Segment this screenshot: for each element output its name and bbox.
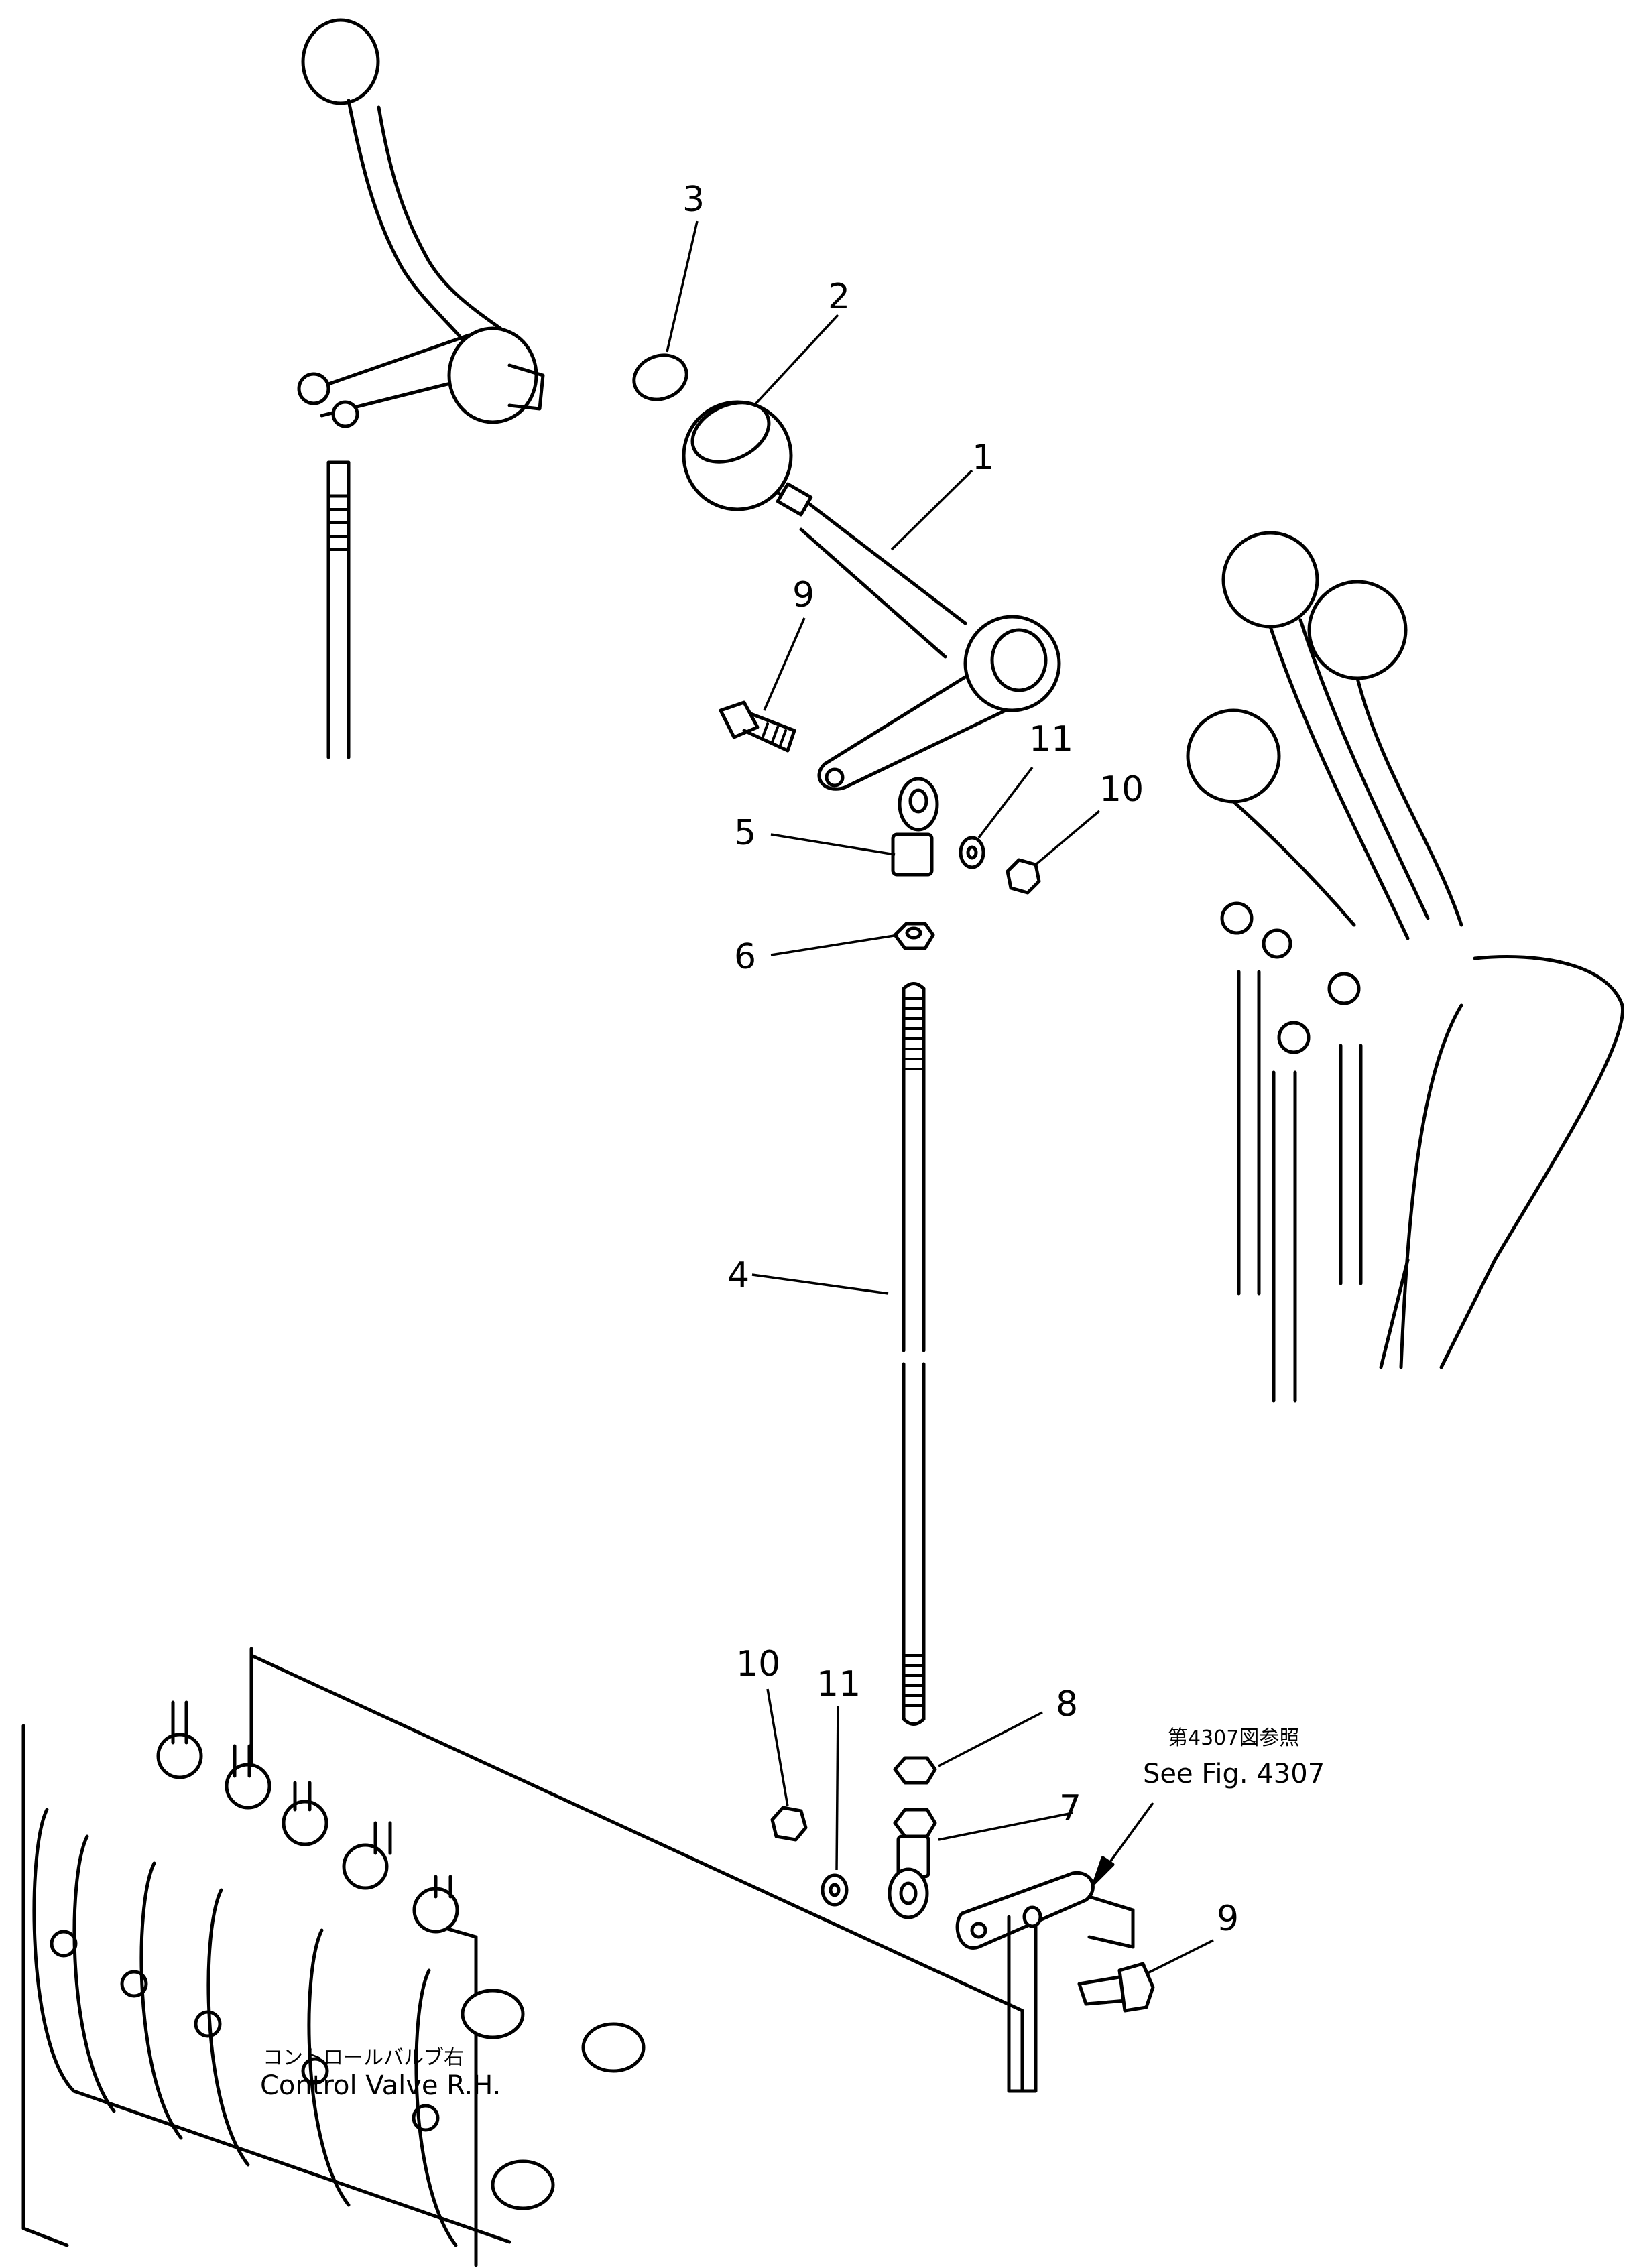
part-rod-end-lower bbox=[888, 1808, 937, 1919]
callout-11-lower: 11 bbox=[816, 1664, 861, 1704]
part-nut-lower bbox=[770, 1806, 808, 1842]
callout-3: 3 bbox=[682, 180, 705, 220]
part-knob bbox=[682, 400, 793, 511]
valve-label: コントロールバルブ右 Control Valve R.H. bbox=[260, 2046, 501, 2101]
reference-note-en: See Fig. 4307 bbox=[1143, 1759, 1325, 1789]
part-cap bbox=[632, 353, 688, 401]
reference-note: 第4307図参照 See Fig. 4307 bbox=[1143, 1726, 1325, 1789]
valve-label-jp: コントロールバルブ右 bbox=[263, 2046, 464, 2070]
callout-10-lower: 10 bbox=[736, 1644, 780, 1684]
callout-4: 4 bbox=[727, 1255, 749, 1296]
part-nut-upper bbox=[1006, 858, 1041, 895]
callout-9-lower: 9 bbox=[1217, 1899, 1239, 1939]
callout-2: 2 bbox=[828, 277, 850, 317]
valve-label-en: Control Valve R.H. bbox=[260, 2070, 501, 2101]
part-rod-end-upper bbox=[891, 777, 939, 877]
upper-left-lever-assembly bbox=[297, 18, 545, 759]
part-washer-upper bbox=[959, 836, 985, 869]
callout-10-upper: 10 bbox=[1099, 769, 1144, 810]
callout-8: 8 bbox=[1056, 1684, 1078, 1724]
part-lever bbox=[776, 482, 1061, 791]
callout-7: 7 bbox=[1059, 1788, 1081, 1828]
part-bolt-upper bbox=[719, 700, 796, 753]
control-valve-rh bbox=[21, 1647, 1024, 2267]
spool-bracket bbox=[955, 1871, 1135, 2093]
callout-9-upper: 9 bbox=[792, 575, 814, 615]
part-nut-8 bbox=[893, 1756, 937, 1785]
part-bolt-lower bbox=[1077, 1962, 1155, 2013]
callout-6: 6 bbox=[734, 937, 756, 977]
reference-note-jp: 第4307図参照 bbox=[1168, 1726, 1299, 1750]
callout-11-upper: 11 bbox=[1029, 719, 1073, 759]
callout-labels: 3 2 1 9 11 10 5 6 4 10 11 8 7 9 bbox=[682, 180, 1239, 1939]
leader-lines bbox=[666, 220, 1214, 1975]
right-lever-bank bbox=[1186, 531, 1624, 1403]
part-washer-lower bbox=[821, 1873, 849, 1907]
callout-1: 1 bbox=[972, 438, 994, 478]
part-nut-6 bbox=[893, 922, 935, 950]
callout-5: 5 bbox=[734, 813, 756, 853]
part-rod bbox=[902, 982, 926, 1726]
